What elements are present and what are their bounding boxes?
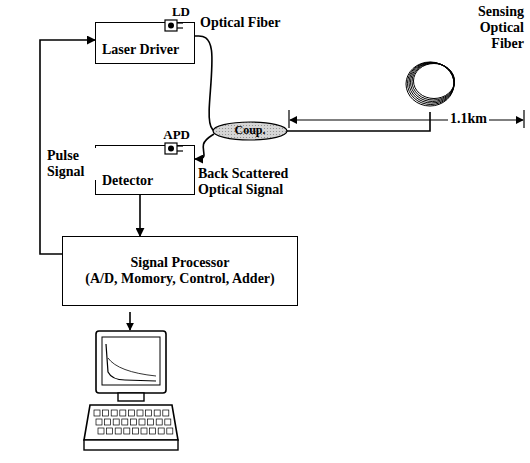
fiber-connector <box>40 40 95 254</box>
component-label: LD <box>172 4 190 20</box>
data-line <box>129 312 131 330</box>
signal-connector <box>287 112 430 131</box>
dimension-label: 1.1km <box>448 111 489 127</box>
box-title: Signal Processor <box>131 255 230 271</box>
connector-label: Optical Fiber <box>198 15 302 31</box>
process-box: APDDetector <box>95 145 195 195</box>
signal-connector <box>139 195 141 236</box>
fiber-connector <box>195 134 214 159</box>
component-label: APD <box>163 127 190 143</box>
fiber-coil: Sensing Optical Fiber <box>400 2 526 112</box>
process-box: LDLaser Driver <box>95 22 195 64</box>
box-body: (A/D, Momory, Control, Adder) <box>85 271 275 287</box>
coupler-label: Coup. <box>234 124 265 138</box>
connector-label: Back Scattered Optical Signal <box>196 166 318 198</box>
fiber-title: Sensing Optical Fiber <box>444 4 524 52</box>
photodiode-symbol <box>162 141 184 157</box>
connector-label: Pulse Signal <box>45 148 97 180</box>
dimension-line <box>289 110 524 128</box>
process-box: Signal Processor(A/D, Momory, Control, A… <box>62 236 298 306</box>
laser-diode-symbol <box>162 18 184 34</box>
box-title: Detector <box>102 173 188 189</box>
box-title: Laser Driver <box>102 42 188 58</box>
fiber-connector <box>195 36 214 131</box>
coupler: Coup. <box>212 121 288 141</box>
computer-icon <box>84 331 178 450</box>
